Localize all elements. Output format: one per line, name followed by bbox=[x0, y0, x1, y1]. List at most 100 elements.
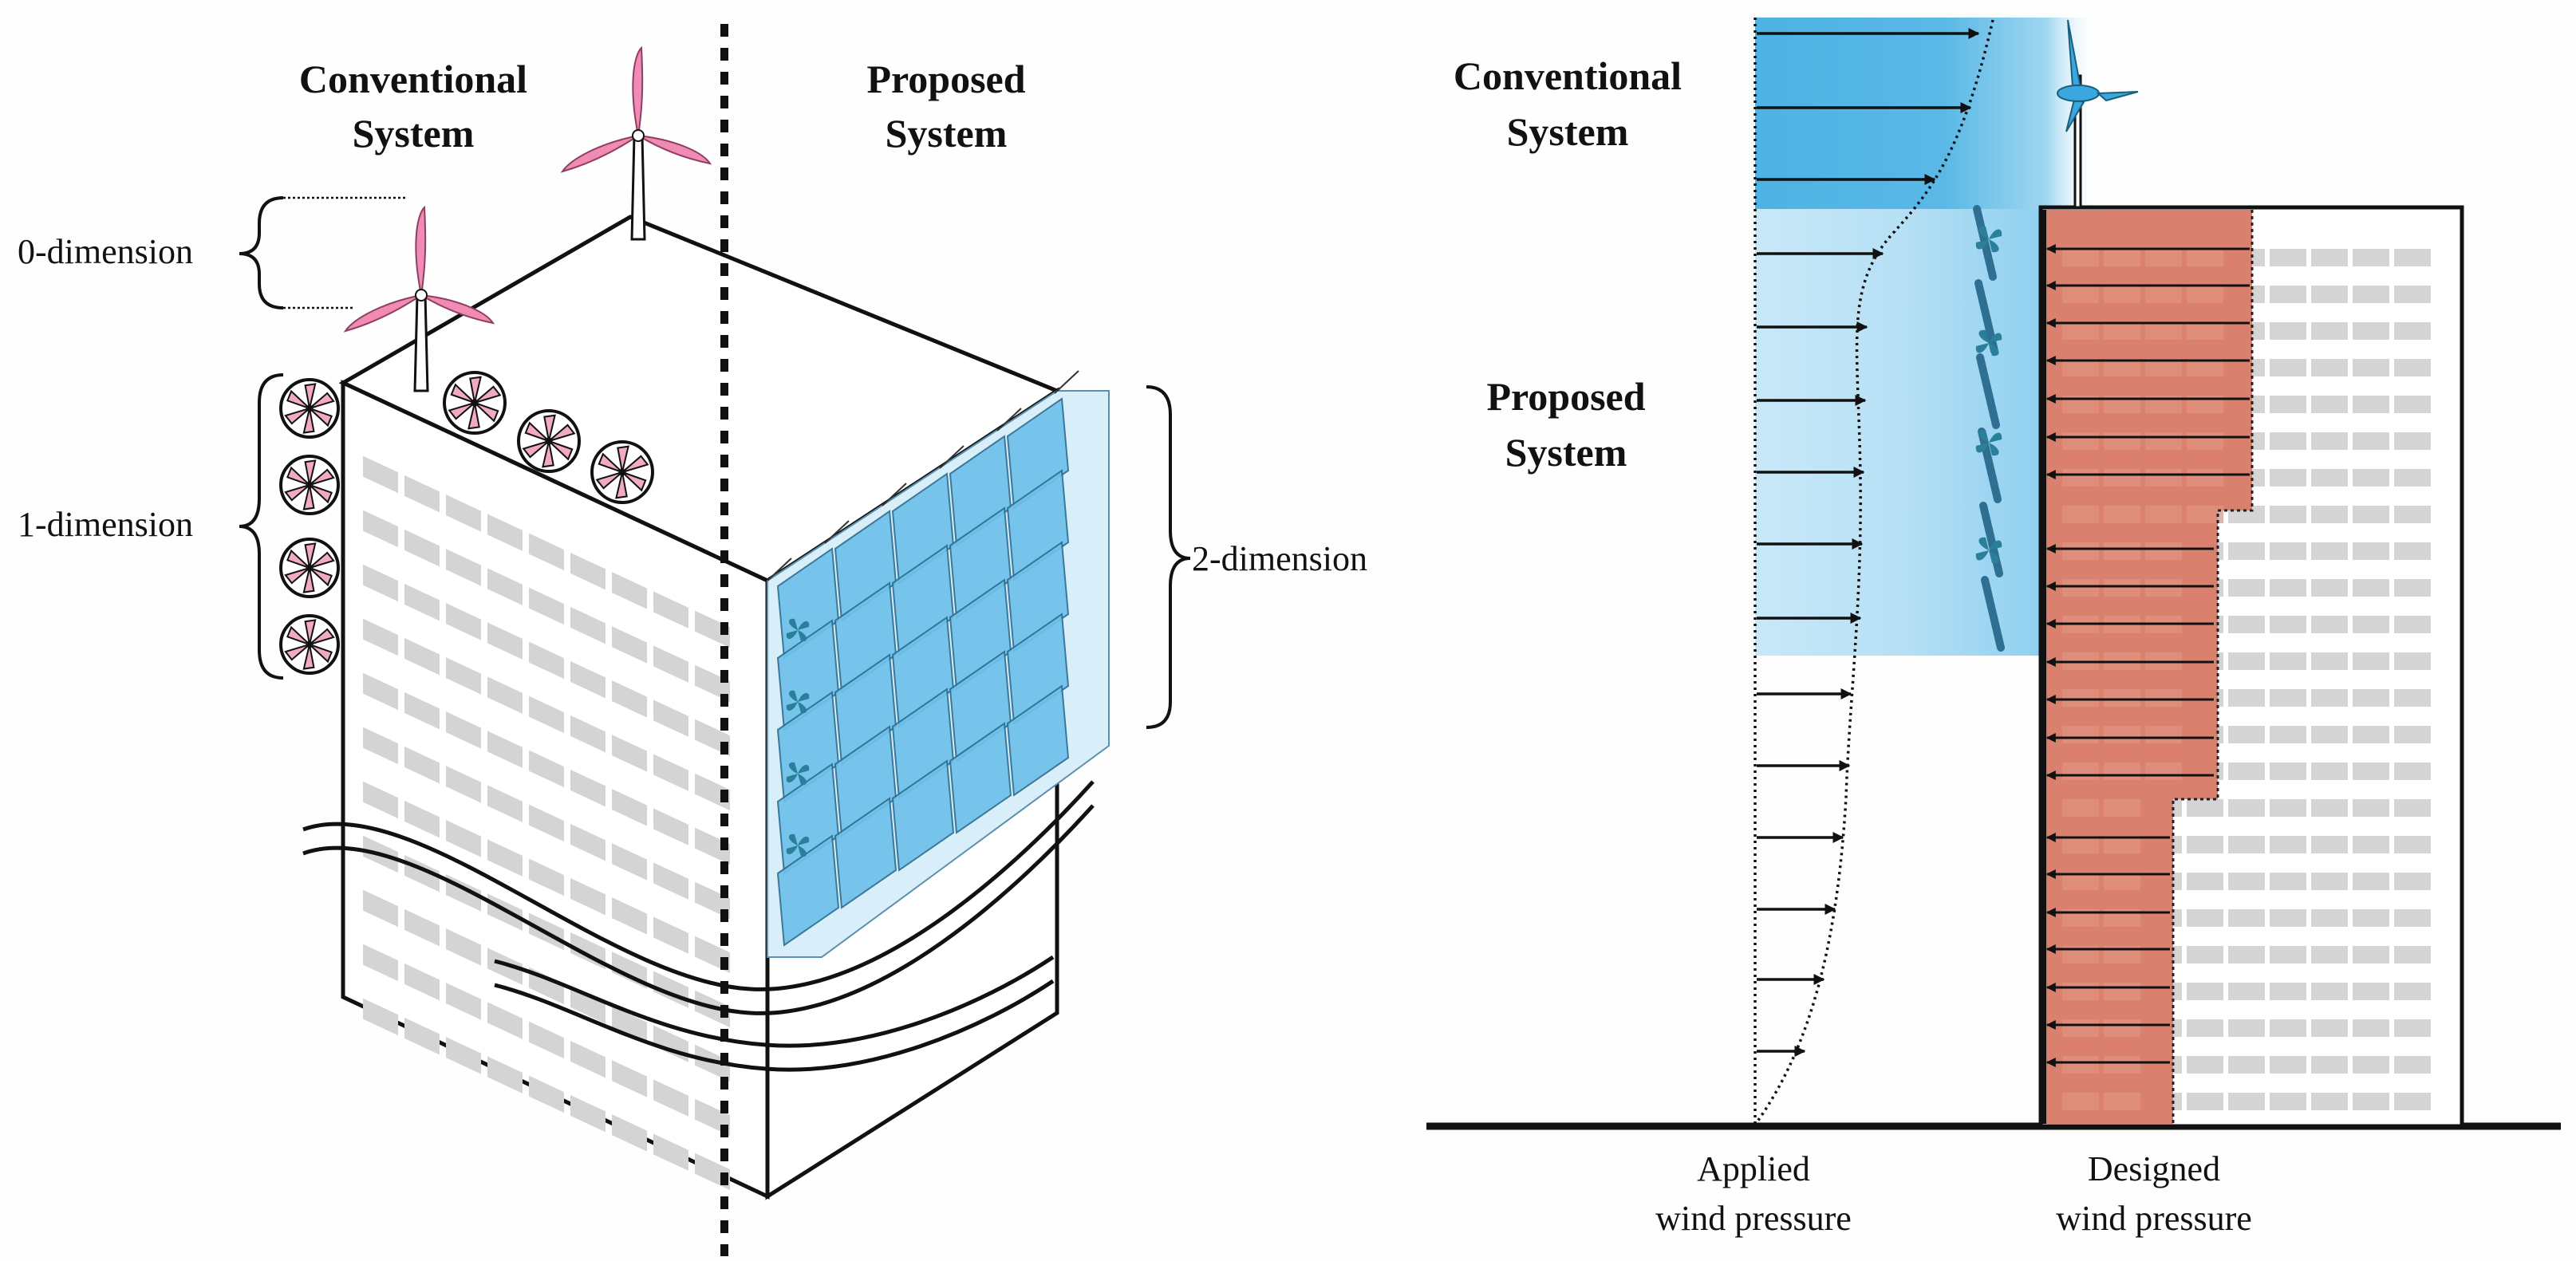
window-pane bbox=[2311, 763, 2348, 780]
dim0-brace bbox=[239, 196, 284, 309]
window-pane bbox=[2270, 1056, 2306, 1074]
window-pane bbox=[2353, 322, 2389, 340]
window-pane bbox=[2394, 579, 2431, 597]
window-pane bbox=[487, 839, 523, 877]
pressure-cell bbox=[2104, 689, 2140, 707]
facade-panel bbox=[776, 834, 840, 947]
window-pane bbox=[2353, 359, 2389, 376]
window-pane bbox=[2311, 983, 2348, 1000]
designed-label-2: wind pressure bbox=[2056, 1199, 2252, 1238]
designed-pressure-arrows bbox=[2045, 244, 2250, 1067]
pressure-cell bbox=[2062, 359, 2099, 376]
pressure-cell bbox=[2104, 726, 2140, 743]
window-pane bbox=[487, 731, 523, 768]
pressure-cell bbox=[2062, 322, 2099, 340]
window-pane bbox=[695, 610, 730, 648]
window-pane bbox=[363, 618, 398, 656]
window-pane bbox=[2311, 506, 2348, 523]
pressure-cell bbox=[2062, 1019, 2099, 1037]
window-pane bbox=[2311, 1019, 2348, 1037]
right-panel: Conventional System Proposed System Appl… bbox=[1426, 18, 2561, 1238]
window-pane bbox=[363, 727, 398, 765]
pressure-cell bbox=[2104, 249, 2140, 266]
window-pane bbox=[2270, 542, 2306, 560]
window-pane bbox=[2228, 579, 2265, 597]
window-pane bbox=[529, 1075, 564, 1113]
window-pane bbox=[2270, 689, 2306, 707]
window-pane bbox=[529, 858, 564, 896]
window-pane bbox=[2311, 652, 2348, 670]
facade-energy-panels bbox=[1973, 205, 2005, 652]
window-pane bbox=[487, 1002, 523, 1039]
window-pane bbox=[2353, 689, 2389, 707]
applied-pressure-arrows bbox=[1757, 28, 1980, 1057]
window-pane bbox=[570, 823, 606, 861]
window-pane bbox=[2311, 616, 2348, 633]
facade-panel-slat bbox=[1978, 428, 2002, 503]
designed-pressure-edge bbox=[2172, 210, 2254, 1124]
proposed-flow-zone bbox=[1755, 209, 2042, 656]
window-pane bbox=[446, 711, 481, 749]
roof-fan bbox=[590, 440, 654, 504]
window-pane bbox=[612, 843, 647, 881]
window-pane bbox=[612, 680, 647, 718]
window-pane bbox=[2394, 286, 2431, 303]
window-pane bbox=[2353, 286, 2389, 303]
window-pane bbox=[529, 696, 564, 734]
window-pane bbox=[2353, 616, 2389, 633]
window-pane bbox=[2311, 689, 2348, 707]
window-pane bbox=[446, 928, 481, 966]
dim0-label: 0-dimension bbox=[18, 232, 193, 271]
pressure-cell bbox=[2062, 689, 2099, 707]
rooftop-turbines bbox=[343, 45, 712, 392]
window-pane bbox=[2228, 1093, 2265, 1110]
right-conventional-title-1: Conventional bbox=[1454, 53, 1682, 98]
pressure-cell bbox=[2062, 763, 2099, 780]
pressure-cell bbox=[2104, 469, 2140, 487]
window-pane bbox=[570, 660, 606, 699]
window-pane bbox=[2394, 799, 2431, 817]
window-pane bbox=[612, 1114, 647, 1152]
pressure-cell bbox=[2104, 983, 2140, 1000]
window-pane bbox=[2353, 432, 2389, 450]
window-pane bbox=[653, 754, 688, 791]
window-pane bbox=[570, 606, 606, 644]
window-pane bbox=[2311, 249, 2348, 266]
window-pane bbox=[404, 746, 440, 784]
window-pane bbox=[487, 1056, 523, 1094]
window-pane bbox=[363, 455, 398, 494]
window-pane bbox=[2394, 432, 2431, 450]
window-pane bbox=[2311, 946, 2348, 963]
window-pane bbox=[2228, 1019, 2265, 1037]
window-pane bbox=[2270, 873, 2306, 890]
window-pane bbox=[2187, 946, 2223, 963]
facade-panel bbox=[834, 797, 897, 909]
window-pane bbox=[2394, 469, 2431, 487]
window-pane bbox=[2394, 249, 2431, 266]
window-pane bbox=[2353, 836, 2389, 853]
window-pane bbox=[653, 916, 688, 954]
window-pane bbox=[529, 750, 564, 788]
window-pane bbox=[2311, 322, 2348, 340]
window-pane bbox=[2270, 946, 2306, 963]
window-pane bbox=[2270, 763, 2306, 780]
window-pane bbox=[2270, 983, 2306, 1000]
window-pane bbox=[363, 998, 398, 1036]
window-pane bbox=[2270, 249, 2306, 266]
window-pane bbox=[529, 641, 564, 680]
window-pane bbox=[2394, 909, 2431, 927]
window-pane bbox=[2353, 726, 2389, 743]
window-pane bbox=[612, 1006, 647, 1043]
pressure-cell bbox=[2062, 836, 2099, 853]
window-pane bbox=[2311, 579, 2348, 597]
dim1-brace bbox=[239, 373, 284, 680]
pressure-cell bbox=[2104, 836, 2140, 853]
window-pane bbox=[612, 1060, 647, 1097]
facade-panel bbox=[1006, 684, 1070, 797]
window-pane bbox=[2270, 726, 2306, 743]
window-pane bbox=[2394, 1093, 2431, 1110]
pressure-cell bbox=[2145, 579, 2182, 597]
left-conventional-title-2: System bbox=[353, 111, 475, 156]
window-pane bbox=[2228, 946, 2265, 963]
